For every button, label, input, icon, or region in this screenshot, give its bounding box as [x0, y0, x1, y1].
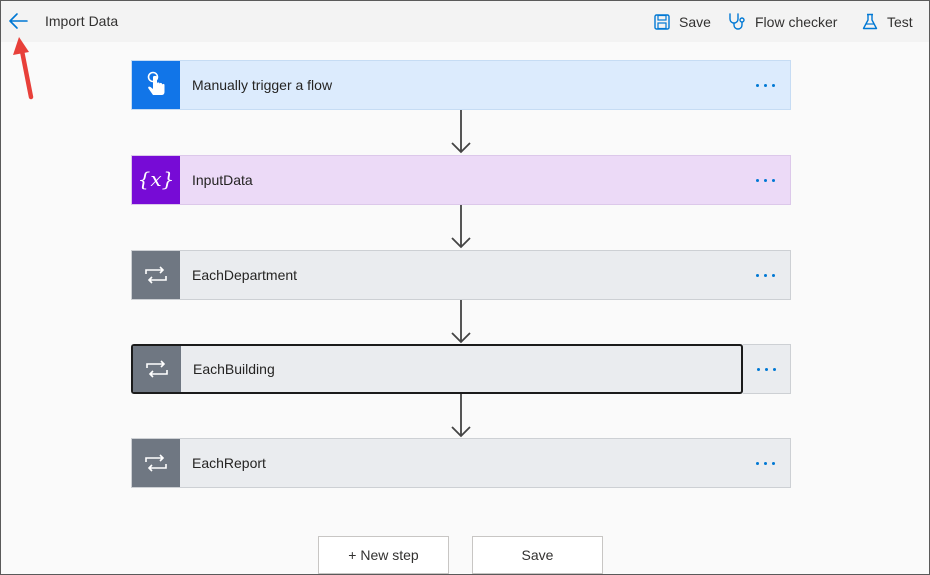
step-input-data[interactable]: {x} InputData	[131, 155, 791, 205]
step-icon-box	[133, 346, 181, 392]
more-options-button[interactable]	[743, 344, 791, 394]
save-disk-icon	[654, 14, 670, 30]
step-icon-box: {x}	[132, 156, 180, 204]
more-options-button[interactable]	[740, 156, 790, 204]
step-each-department[interactable]: EachDepartment	[131, 250, 791, 300]
more-options-button[interactable]	[740, 439, 790, 487]
test-label: Test	[887, 14, 913, 30]
back-arrow-icon	[9, 13, 28, 29]
step-label: EachDepartment	[192, 267, 298, 283]
annotation-arrow-icon	[13, 37, 34, 100]
step-label: EachBuilding	[193, 361, 275, 377]
variable-x-icon: {x}	[138, 167, 174, 191]
loop-icon	[145, 266, 167, 284]
touch-hand-icon	[147, 71, 165, 95]
connector-arrow-icon	[451, 110, 471, 154]
save-command-button[interactable]: Save	[653, 11, 711, 33]
page-title: Import Data	[45, 13, 119, 29]
connector-arrow-icon	[451, 205, 471, 249]
loop-icon	[146, 360, 168, 378]
svg-text:{x}: {x}	[138, 167, 174, 191]
flow-checker-button[interactable]: Flow checker	[727, 11, 837, 33]
step-each-building[interactable]: EachBuilding	[131, 344, 791, 394]
test-button[interactable]: Test	[861, 11, 913, 33]
flow-checker-label: Flow checker	[755, 14, 838, 30]
loop-icon	[145, 454, 167, 472]
step-icon-box	[132, 439, 180, 487]
save-command-label: Save	[679, 14, 711, 30]
more-options-button[interactable]	[740, 61, 790, 109]
step-label: InputData	[192, 172, 253, 188]
command-bar: Import Data Save Flow checker Test	[1, 1, 929, 42]
save-button[interactable]: Save	[472, 536, 603, 574]
selected-step-card[interactable]: EachBuilding	[131, 344, 743, 394]
step-each-report[interactable]: EachReport	[131, 438, 791, 488]
back-button[interactable]	[7, 9, 31, 33]
new-step-button[interactable]: + New step	[318, 536, 449, 574]
step-icon-box	[132, 251, 180, 299]
step-label: EachReport	[192, 455, 266, 471]
stethoscope-icon	[729, 13, 745, 30]
connector-arrow-icon	[451, 300, 471, 344]
more-options-button[interactable]	[740, 251, 790, 299]
connector-arrow-icon	[451, 394, 471, 438]
step-label: Manually trigger a flow	[192, 77, 333, 93]
step-icon-box	[132, 61, 180, 109]
step-manual-trigger[interactable]: Manually trigger a flow	[131, 60, 791, 110]
beaker-icon	[862, 13, 878, 30]
